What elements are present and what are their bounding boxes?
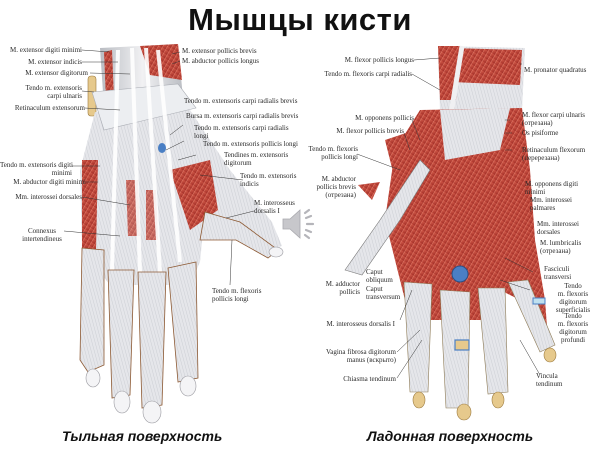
label-retinaculum-flexorum: Retinaculum flexorum (перерезана) bbox=[522, 146, 586, 162]
label-tendo-flex-pollicis-longi-dorsal: Tendo m. flexoris pollicis longi bbox=[212, 287, 262, 303]
caption-palmar: Ладонная поверхность bbox=[367, 428, 534, 444]
label-bursa: Bursa m. extensoris carpi radialis brevi… bbox=[186, 112, 299, 120]
label-tendo-flex-carpi-radialis: Tendo m. flexoris carpi radialis bbox=[324, 70, 412, 78]
label-abd-pollicis-brevis: M. abductor pollicis brevis (отрезана) bbox=[316, 175, 356, 199]
label-flex-pollicis-brevis: M. flexor pollicis brevis bbox=[336, 127, 404, 135]
label-tendo-ext-carpi-rad-brevis: Tendo m. extensoris carpi radialis brevi… bbox=[184, 97, 298, 105]
label-tendo-flex-dig-superficialis: Tendo m. flexoris digitorum superficiali… bbox=[555, 282, 591, 314]
label-tendines-ext-digitorum: Tendines m. extensoris digitorum bbox=[224, 151, 289, 167]
label-caput-transversum: Caput transversum bbox=[366, 285, 401, 301]
label-vagina-fibrosa: Vagina fibrosa digitorum manus (вскрыто) bbox=[326, 348, 396, 364]
label-tendo-ext-indicis: Tendo m. extensoris indicis bbox=[240, 172, 297, 188]
label-tendo-ext-digiti-minimi: Tendo m. extensoris digiti minimi bbox=[0, 161, 74, 177]
page-title: Мышцы кисти bbox=[188, 2, 412, 37]
label-ext-digitorum: M. extensor digitorum bbox=[25, 69, 88, 77]
label-connexus-intertendineus: Connexus intertendineus bbox=[22, 227, 62, 243]
label-caput-obliquum: Caput obliquum bbox=[366, 268, 393, 284]
label-interossei-palmares: Mm. interossei palmares bbox=[530, 196, 572, 212]
caption-dorsal: Тыльная поверхность bbox=[62, 428, 223, 444]
label-vincula-tendinum: Vincula tendinum bbox=[536, 372, 563, 388]
label-opponens-digiti-minimi: M. opponens digiti minimi bbox=[525, 180, 579, 196]
label-ext-pollicis-brevis: M. extensor pollicis brevis bbox=[182, 47, 257, 55]
label-retinaculum-extensorum: Retinaculum extensorum bbox=[14, 104, 85, 112]
label-tendo-ext-carpi-ulnaris: Tendo m. extensoris carpi ulnaris bbox=[25, 84, 82, 100]
label-lumbricalis: M. lumbricalis (отрезана) bbox=[540, 239, 582, 255]
label-flex-carpi-ulnaris: M. flexor carpi ulnaris (отрезана) bbox=[522, 111, 585, 127]
label-tendo-ext-carpi-rad-longi: Tendo m. extensoris carpi radialis longi bbox=[194, 124, 289, 140]
label-pronator-quadratus: M. pronator quadratus bbox=[524, 66, 587, 74]
dorsal-hand bbox=[79, 44, 284, 424]
label-interosseus-dorsalis-1-palmar: M. interosseus dorsalis I bbox=[326, 320, 395, 328]
label-tendo-flex-dig-profundi: Tendo m. flexoris digitorum profundi bbox=[557, 312, 589, 344]
palmar-hand bbox=[344, 45, 557, 421]
label-interossei-dorsales: Mm. interossei dorsales bbox=[15, 193, 82, 201]
label-opponens-pollicis: M. opponens pollicis bbox=[355, 114, 414, 122]
label-chiasma-tendinum: Chiasma tendinum bbox=[343, 375, 396, 383]
label-os-pisiforme: Os pisiforme bbox=[522, 129, 559, 137]
label-tendo-ext-pollicis-longi: Tendo m. extensoris pollicis longi bbox=[203, 140, 298, 148]
label-flex-pollicis-longus: M. flexor pollicis longus bbox=[344, 56, 414, 64]
label-fasciculi-transversi: Fasciculi transversi bbox=[544, 265, 572, 281]
label-adductor-pollicis: M. adductor pollicis bbox=[325, 280, 360, 296]
label-ext-digiti-minimi: M. extensor digiti minimi bbox=[10, 46, 82, 54]
label-abd-pollicis-longus: M. abductor pollicis longus bbox=[182, 57, 259, 65]
label-interossei-dorsales-palmar: Mm. interossei dorsales bbox=[537, 220, 579, 236]
label-abd-digiti-minimi: M. abductor digiti minimi bbox=[13, 178, 86, 186]
label-tendo-flex-pollicis-longi-palmar: Tendo m. flexoris pollicis longi bbox=[308, 145, 358, 161]
speaker-volume-icon[interactable] bbox=[281, 205, 321, 243]
label-ext-indicis: M. extensor indicis bbox=[28, 58, 82, 66]
label-interosseus-dorsalis-1: M. interosseus dorsalis I bbox=[254, 199, 295, 215]
